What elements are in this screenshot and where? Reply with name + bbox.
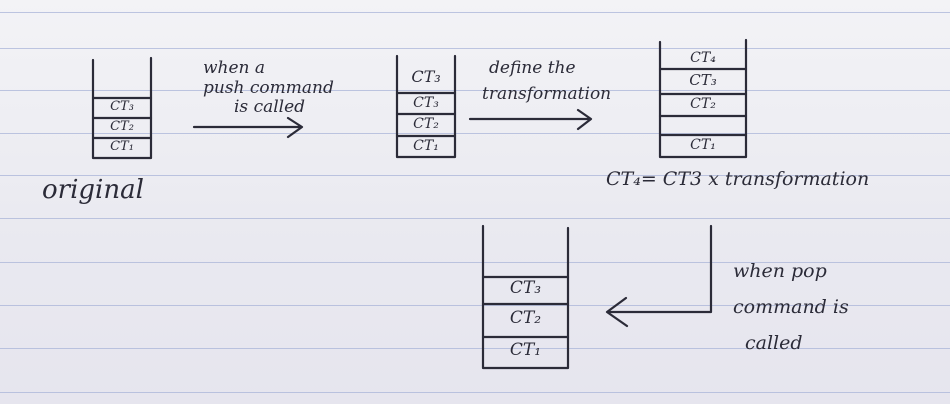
stack-after-pop-cell: CT₃ <box>509 280 542 298</box>
ruled-line <box>0 305 950 306</box>
stack-after-pop-walls <box>481 224 570 370</box>
stack-after-push-cell: CT₃ <box>413 96 439 111</box>
push-note-line2: push command <box>203 78 334 98</box>
stack-original-cell: CT₃ <box>110 100 134 114</box>
stack-after-push-cell: CT₃ <box>411 69 441 86</box>
stack-after-transform-dividers <box>658 67 748 137</box>
stack-after-transform-cell: CT₁ <box>690 138 716 153</box>
ruled-line <box>0 392 950 393</box>
stack-after-pop-cell: CT₂ <box>509 310 542 328</box>
ruled-line <box>0 90 950 91</box>
ruled-line <box>0 348 950 349</box>
ruled-line <box>0 48 950 49</box>
transformation-equation: CT₄= CT3 x transformation <box>606 168 870 190</box>
ruled-line <box>0 12 950 13</box>
stack-after-transform-cell: CT₂ <box>690 97 716 112</box>
transform-arrow <box>468 108 593 131</box>
pop-note-line3: called <box>745 332 803 354</box>
pop-arrow <box>605 224 713 328</box>
stack-after-transform-walls <box>658 38 748 159</box>
pop-note-line1: when pop <box>733 260 827 282</box>
transform-note-line1: define the <box>489 58 576 78</box>
ruled-line <box>0 133 950 134</box>
push-arrow <box>192 116 304 139</box>
stack-after-transform-cell: CT₄ <box>690 51 716 66</box>
ruled-line <box>0 262 950 263</box>
stack-after-pop-dividers <box>481 275 570 339</box>
stack-after-push-dividers <box>395 91 457 138</box>
transform-note-line2: transformation <box>482 84 612 104</box>
stack-after-push-cell: CT₂ <box>413 117 439 132</box>
stack-original-dividers <box>91 96 153 140</box>
stack-after-push-cell: CT₁ <box>413 139 439 154</box>
ruled-line <box>0 175 950 176</box>
push-note-line1: when a <box>203 58 266 78</box>
ruled-line <box>0 218 950 219</box>
pop-note-line2: command is <box>733 296 849 318</box>
stack-after-pop-cell: CT₁ <box>509 342 542 360</box>
stack-original-cell: CT₂ <box>110 120 134 134</box>
stack-original-walls <box>91 56 153 160</box>
push-note-line3: is called <box>234 97 306 117</box>
stack-original-cell: CT₁ <box>110 140 134 154</box>
original-label: original <box>42 175 144 205</box>
stack-after-transform-cell: CT₃ <box>689 73 717 89</box>
stack-after-push-walls <box>395 54 457 159</box>
